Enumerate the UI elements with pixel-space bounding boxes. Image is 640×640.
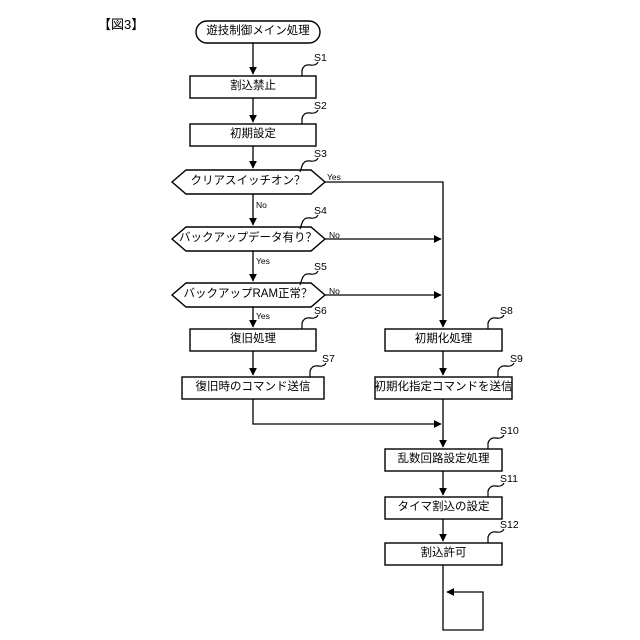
- node-start-shape: [195, 20, 321, 44]
- step-label-s2: S2: [314, 100, 327, 112]
- edge-label-s3-no: No: [256, 200, 267, 210]
- leader-s4: [299, 214, 319, 230]
- leader-s1: [301, 61, 319, 76]
- edge-s3-yes-rail: [325, 181, 447, 328]
- edge-label-s3-yes: Yes: [327, 172, 341, 182]
- step-label-s3: S3: [314, 148, 327, 160]
- leader-s3: [299, 157, 319, 173]
- leader-s12: [487, 528, 505, 543]
- figure-label: 【図3】: [98, 17, 145, 32]
- leader-s11: [487, 482, 505, 497]
- step-label-s7: S7: [322, 353, 335, 365]
- node-s11-shape: [384, 496, 503, 520]
- leader-s6: [301, 314, 319, 329]
- leader-s8: [487, 314, 505, 329]
- node-s12-shape: [384, 542, 503, 566]
- leader-s10: [487, 434, 505, 449]
- edge-label-s5-no: No: [329, 286, 340, 296]
- node-s5-shape: [170, 282, 327, 308]
- node-s9-shape: [374, 376, 513, 400]
- edge-label-s5-yes: Yes: [256, 311, 270, 321]
- leader-s2: [301, 109, 319, 124]
- leader-s5: [299, 270, 319, 286]
- node-s6-shape: [189, 328, 317, 352]
- node-s2-shape: [189, 123, 317, 147]
- leader-s9: [497, 362, 515, 377]
- node-s4-shape: [170, 226, 327, 252]
- leader-s7: [309, 362, 327, 377]
- step-label-s8: S8: [500, 305, 513, 317]
- step-label-s6: S6: [314, 305, 327, 317]
- node-s8-shape: [384, 328, 503, 352]
- node-s7-shape: [181, 376, 325, 400]
- step-label-s10: S10: [500, 425, 519, 437]
- edge-label-s4-yes: Yes: [256, 256, 270, 266]
- step-label-s5: S5: [314, 261, 327, 273]
- node-s10-shape: [384, 448, 503, 472]
- step-label-s4: S4: [314, 205, 327, 217]
- step-label-s9: S9: [510, 353, 523, 365]
- edge-s7-merge: [252, 399, 442, 428]
- edge-bottom-loop: [442, 565, 484, 631]
- step-label-s1: S1: [314, 52, 327, 64]
- node-s3-shape: [170, 169, 327, 195]
- node-s1-shape: [189, 75, 317, 99]
- step-label-s11: S11: [500, 473, 518, 485]
- edge-label-s4-no: No: [329, 230, 340, 240]
- step-label-s12: S12: [500, 519, 519, 531]
